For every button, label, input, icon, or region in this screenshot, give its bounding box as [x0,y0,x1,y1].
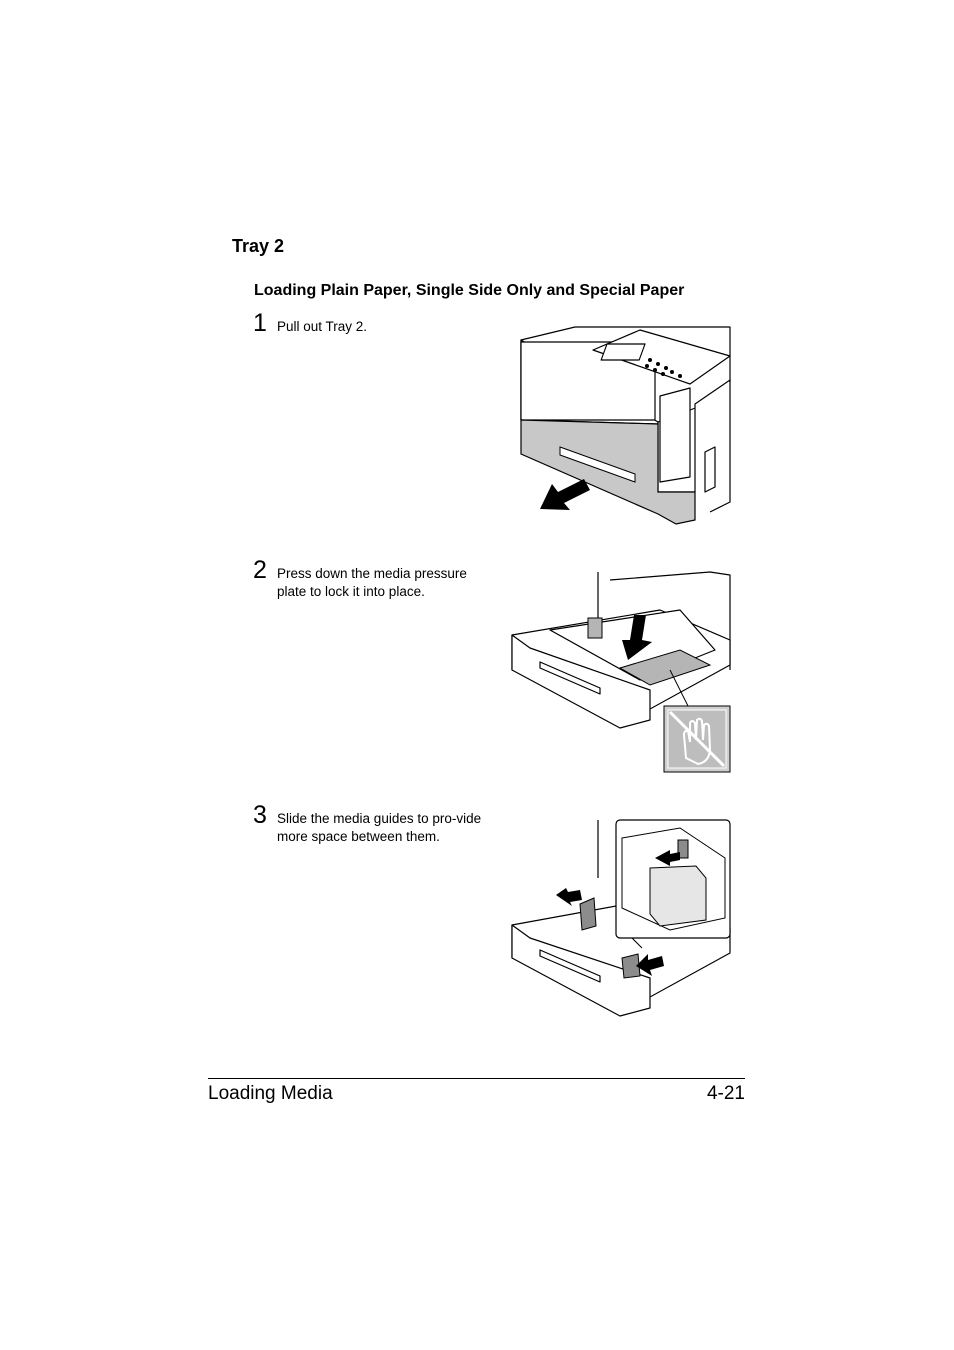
footer-rule [208,1078,745,1079]
pull-arrow-icon [540,479,590,510]
printer-tray-illustration [520,326,731,525]
slide-left-arrow-icon [556,888,582,906]
subsection-title: Loading Plain Paper, Single Side Only an… [254,282,685,299]
section-title: Tray 2 [232,236,285,256]
step-1-text: Pull out Tray 2. [277,319,368,334]
step-3-text: Slide the media guides to pro-vide more … [277,811,482,844]
inset-push-arrow-icon [655,850,680,866]
slide-right-arrow-icon [636,954,664,976]
pressure-plate-illustration [511,571,731,773]
footer-page-number: 4-21 [706,1083,745,1104]
footer-chapter-title: Loading Media [208,1083,333,1104]
step-2-number: 2 [253,556,267,584]
inset-zoom-callout [615,819,731,939]
step-2-text: Press down the media pressure plate to l… [277,566,467,599]
press-down-arrow-icon [622,615,652,660]
step-3-number: 3 [253,801,267,829]
media-guides-illustration [511,819,731,1017]
step-1-number: 1 [253,309,267,337]
do-not-touch-icon [663,705,731,773]
